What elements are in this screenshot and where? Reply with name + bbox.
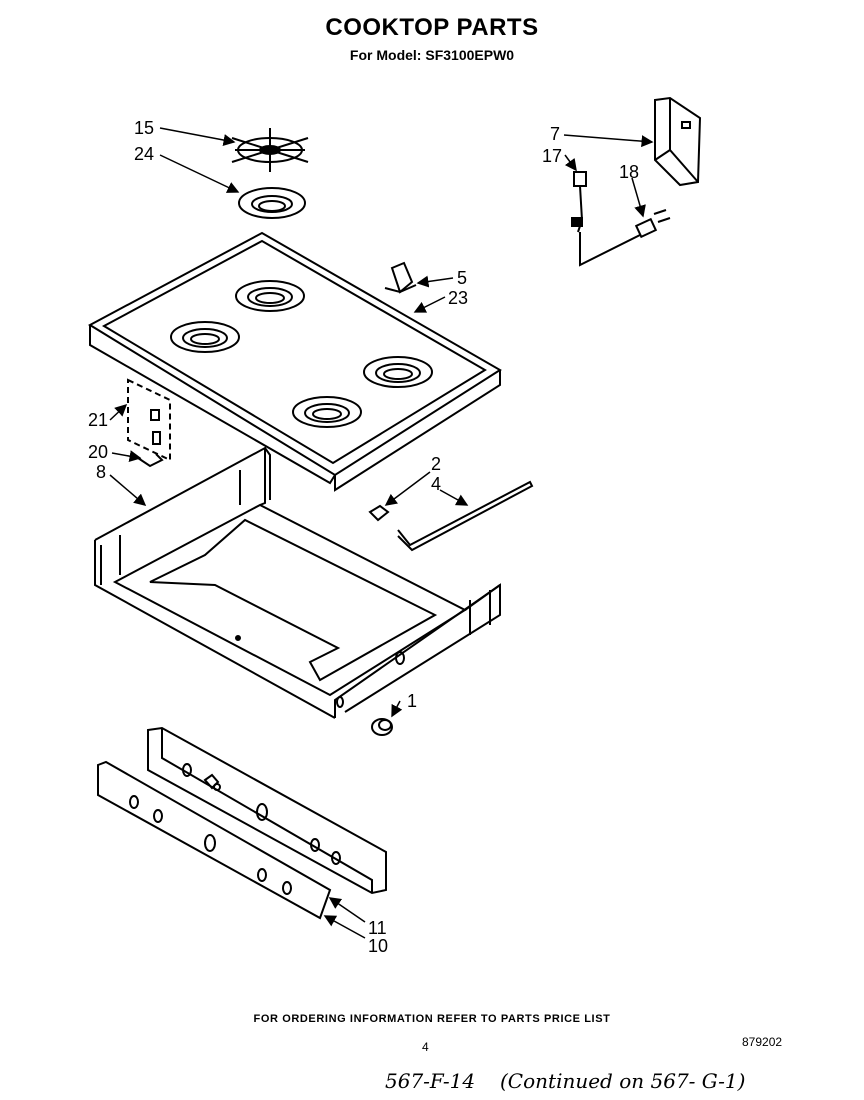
callout-24: 24 bbox=[134, 144, 154, 164]
callout-18: 18 bbox=[619, 162, 639, 182]
callout-20: 20 bbox=[88, 442, 108, 462]
burner-grate-part bbox=[231, 128, 309, 172]
knob-part bbox=[371, 718, 393, 736]
power-cord-part bbox=[579, 209, 671, 267]
callout-15: 15 bbox=[134, 118, 154, 138]
page-title: COOKTOP PARTS bbox=[325, 14, 539, 41]
bracket-part bbox=[384, 261, 417, 294]
callout-5: 5 bbox=[457, 268, 467, 288]
control-panel-part bbox=[147, 726, 387, 895]
burner-ring-part bbox=[238, 187, 306, 219]
callout-17: 17 bbox=[542, 146, 562, 166]
handwritten-code: 567-F-14 bbox=[385, 1069, 475, 1093]
callout-8: 8 bbox=[96, 462, 106, 482]
callout-10: 10 bbox=[368, 936, 388, 956]
page-number: 4 bbox=[422, 1040, 429, 1054]
callout-2: 2 bbox=[431, 454, 441, 474]
cooktop-part bbox=[87, 231, 502, 492]
callout-7: 7 bbox=[550, 124, 560, 144]
model-subtitle: For Model: SF3100EPW0 bbox=[349, 47, 515, 63]
document-number: 879202 bbox=[742, 1035, 783, 1049]
burner-box-part bbox=[94, 446, 501, 719]
callout-11: 11 bbox=[368, 918, 387, 938]
leader-lines bbox=[109, 127, 654, 939]
orifice-part bbox=[368, 504, 390, 522]
handwritten-continuation: (Continued on 567- G-1) bbox=[500, 1069, 745, 1093]
terminal-part bbox=[571, 171, 587, 233]
manifold-tube-part bbox=[397, 480, 534, 552]
callout-23: 23 bbox=[448, 288, 468, 308]
callout-4: 4 bbox=[431, 474, 441, 494]
trim-panel-part bbox=[97, 760, 332, 920]
junction-box-part bbox=[654, 96, 702, 187]
valve-hardware-part bbox=[127, 378, 171, 468]
ordering-note: FOR ORDERING INFORMATION REFER TO PARTS … bbox=[253, 1013, 611, 1025]
callout-1: 1 bbox=[407, 691, 417, 711]
callout-21: 21 bbox=[88, 410, 108, 430]
